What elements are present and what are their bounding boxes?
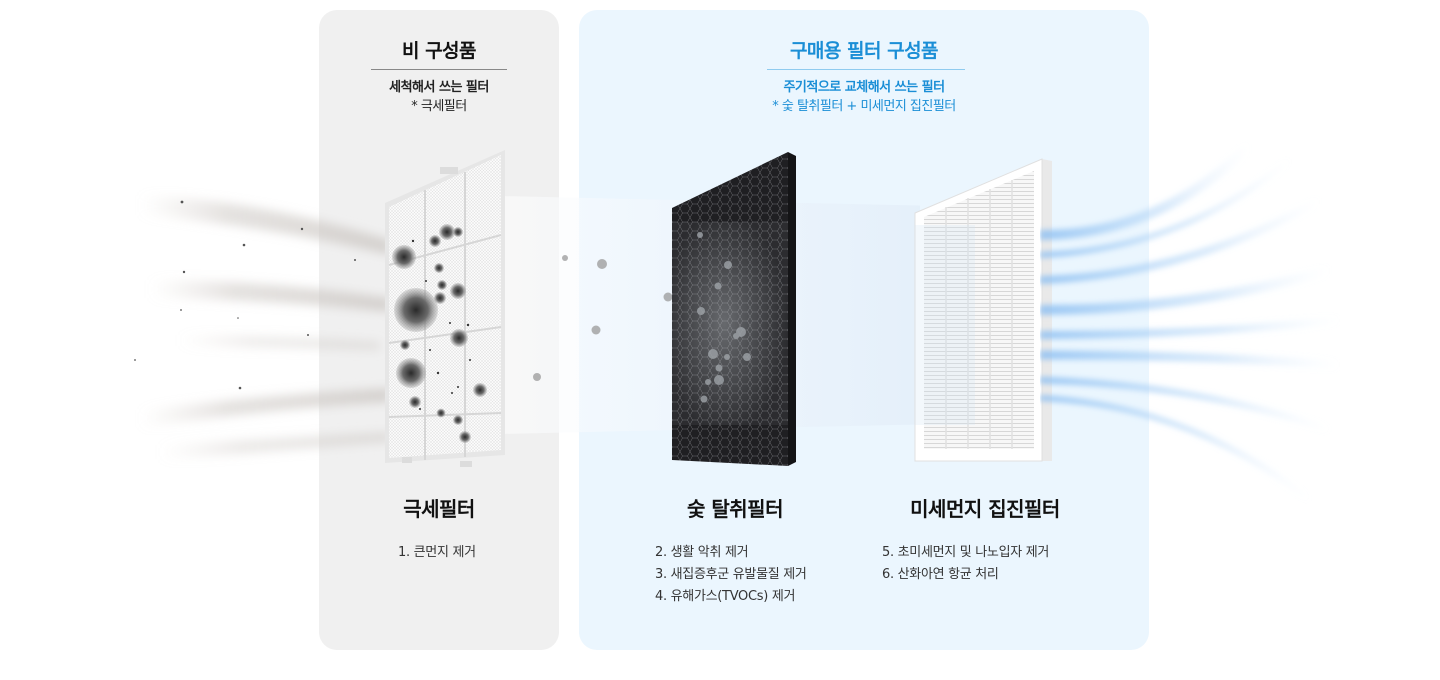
subtitle-line-2: * 숯 탈취필터 + 미세먼지 집진필터 <box>772 99 956 114</box>
charcoal-features-list: 2. 생활 악취 제거 3. 새집증후군 유발물질 제거 4. 유해가스(TVO… <box>655 542 807 608</box>
subtitle-line-1: 주기적으로 교체해서 쓰는 필터 <box>783 80 945 95</box>
dusty-airflow-illustration <box>134 195 390 460</box>
feature-item: 5. 초미세먼지 및 나노입자 제거 <box>882 545 1050 560</box>
mesh-features-list: 1. 큰먼지 제거 <box>398 542 476 564</box>
hepa-dust-filter-image <box>914 158 1052 462</box>
feature-item: 6. 산화아연 항균 처리 <box>882 567 999 582</box>
non-component-subtitle: 세척해서 쓰는 필터 * 극세필터 <box>319 78 559 116</box>
subtitle-line-1: 세척해서 쓰는 필터 <box>389 80 489 95</box>
feature-item: 2. 생활 악취 제거 <box>655 545 749 560</box>
mesh-prefilter-image <box>385 150 505 467</box>
feature-item: 4. 유해가스(TVOCs) 제거 <box>655 589 796 604</box>
filter-name-hepa: 미세먼지 집진필터 <box>910 497 1060 521</box>
purchase-component-title: 구매용 필터 구성품 <box>789 40 939 62</box>
non-component-title: 비 구성품 <box>401 40 477 62</box>
title-divider <box>767 69 965 70</box>
floating-dust-particles <box>533 255 673 381</box>
subtitle-line-2: * 극세필터 <box>411 99 467 114</box>
feature-item: 3. 새집증후군 유발물질 제거 <box>655 567 807 582</box>
charcoal-deodorizing-filter-image <box>672 152 796 466</box>
hepa-features-list: 5. 초미세먼지 및 나노입자 제거 6. 산화아연 항균 처리 <box>882 542 1049 586</box>
clean-airflow-illustration <box>1040 141 1340 503</box>
title-divider <box>371 69 507 70</box>
filter-name-mesh: 극세필터 <box>403 497 475 521</box>
purchase-component-subtitle: 주기적으로 교체해서 쓰는 필터 * 숯 탈취필터 + 미세먼지 집진필터 <box>579 78 1149 116</box>
filter-name-charcoal: 숯 탈취필터 <box>687 497 783 521</box>
feature-item: 1. 큰먼지 제거 <box>398 545 476 560</box>
